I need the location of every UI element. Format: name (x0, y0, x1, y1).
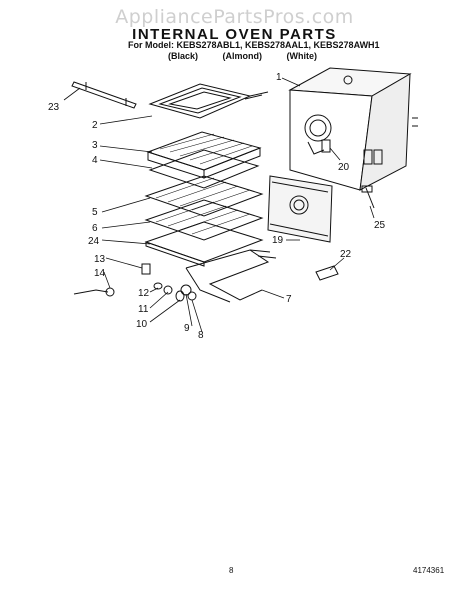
color-variants: (Black) (Almond) (White) (168, 51, 339, 61)
lamp-cover (187, 291, 197, 301)
callout-22: 22 (340, 249, 352, 260)
callout-3: 3 (92, 140, 98, 151)
callout-19: 19 (272, 235, 284, 246)
callout-24: 24 (88, 236, 100, 247)
rear-bracket (71, 81, 137, 109)
bake-element (185, 249, 277, 303)
light-socket (73, 287, 115, 297)
document-part-number: 4174361 (413, 566, 445, 575)
callout-4: 4 (92, 155, 98, 166)
lamp-lens (163, 285, 173, 295)
callout-25: 25 (374, 220, 386, 231)
callout-10: 10 (136, 319, 148, 330)
lamp-gasket (175, 290, 185, 302)
callout-23: 23 (48, 102, 60, 113)
oven-cavity (288, 67, 418, 191)
broil-element (148, 83, 269, 119)
callout-8: 8 (198, 330, 204, 341)
fan-motor (321, 139, 331, 153)
broiler-pan (146, 131, 262, 179)
callout-11: 11 (138, 304, 149, 315)
callout-9: 9 (184, 323, 190, 334)
oven-sensor (361, 185, 375, 209)
color-black: (Black) (168, 51, 199, 61)
callout-1: 1 (276, 72, 282, 83)
door-switch (141, 263, 151, 275)
roll-out-rack (144, 221, 264, 267)
callout-20: 20 (338, 162, 350, 173)
callout-5: 5 (92, 207, 98, 218)
callout-13: 13 (94, 254, 106, 265)
model-list: For Model: KEBS278ABL1, KEBS278AAL1, KEB… (128, 40, 380, 50)
callout-7: 7 (286, 294, 292, 305)
color-white: (White) (286, 51, 318, 61)
color-almond: (Almond) (222, 51, 263, 61)
callout-14: 14 (94, 268, 106, 279)
watermark: AppliancePartsPros.com (115, 6, 354, 28)
callout-2: 2 (92, 120, 98, 131)
oven-rack-upper (144, 175, 264, 217)
callout-6: 6 (92, 223, 98, 234)
callout-12: 12 (138, 288, 150, 299)
page-number: 8 (229, 566, 234, 575)
lamp-bulb (153, 282, 163, 290)
page-title: INTERNAL OVEN PARTS (132, 26, 337, 43)
convection-fan-cover (267, 175, 333, 243)
element-bracket (315, 265, 339, 281)
